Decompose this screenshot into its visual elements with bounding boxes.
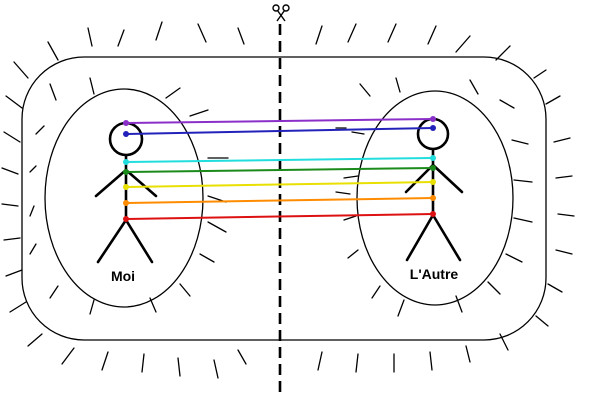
ray-dash-72 [344,176,358,178]
ray-dash-40 [546,96,560,104]
cord-anchor-3-left [123,159,129,165]
ray-dash-28 [318,352,322,370]
ray-dash-43 [90,78,94,94]
ray-dash-62 [512,140,528,144]
ray-dash-60 [470,80,478,94]
cord-anchor-7-right [430,211,436,217]
ray-dash-54 [30,244,36,254]
ray-dash-6 [238,28,244,44]
ray-dash-31 [430,352,432,370]
ray-dash-7 [316,26,322,44]
ray-dash-34 [536,316,548,326]
ray-dash-35 [548,284,562,292]
ray-dash-61 [500,100,514,108]
ray-dash-57 [36,126,44,134]
ray-dash-55 [30,206,34,216]
cord-anchor-4-left [123,169,129,175]
ray-dash-13 [14,62,28,78]
ray-dash-70 [348,250,358,258]
ray-dash-19 [6,270,22,276]
ray-dash-2 [88,28,92,46]
label-lautre: L'Autre [410,266,459,282]
ray-dash-32 [466,346,470,362]
ray-dash-1 [48,42,58,60]
ray-dash-41 [534,70,546,78]
cord-anchor-5-left [123,184,129,190]
scissors-icon [273,5,289,21]
ray-dash-27 [238,350,246,364]
ray-dash-39 [554,138,570,142]
ray-dash-11 [456,36,470,52]
left-stick-figure [96,123,156,262]
ray-dash-25 [178,358,180,376]
ray-dash-59 [396,78,400,92]
ray-dash-17 [2,204,18,206]
shared-field-outline [22,57,546,340]
cord-anchor-6-right [430,195,436,201]
ray-dash-26 [214,360,218,378]
ray-dash-75 [336,192,350,194]
cord-anchor-7-left [123,216,129,222]
cord-anchor-5-right [430,179,436,185]
ray-dash-53 [50,286,58,298]
ray-dash-58 [360,84,370,96]
ray-dash-21 [28,334,42,346]
ray-dash-24 [142,354,144,372]
ray-dash-38 [556,176,572,178]
right-stick-figure [406,119,462,260]
ray-dash-50 [180,284,190,296]
ray-dash-68 [398,300,404,316]
ray-dash-65 [506,254,522,262]
cord-anchor-3-right [430,155,436,161]
cord-anchor-1-right [430,116,436,122]
cord-anchor-4-right [430,165,436,171]
ray-dash-22 [62,348,74,364]
cord-anchor-1-left [123,120,129,126]
ray-dash-18 [4,238,20,240]
ray-dash-15 [4,132,20,142]
ray-dash-8 [348,24,356,42]
ray-dash-3 [118,30,124,46]
ray-dash-56 [30,166,36,172]
ray-dash-48 [208,222,226,232]
ray-dash-14 [6,96,22,108]
ray-dash-71 [344,216,356,220]
ray-dash-23 [102,352,108,370]
ray-dash-49 [200,254,214,262]
ray-dash-69 [372,286,380,298]
ray-dash-20 [10,302,26,312]
ray-dash-45 [190,110,208,116]
ray-dash-4 [156,22,162,40]
ray-dash-16 [2,168,18,174]
cord-anchor-2-right [430,125,436,131]
ray-dash-42 [50,84,56,100]
ray-dash-9 [388,24,396,42]
ray-dash-73 [352,132,364,134]
ray-dash-66 [488,282,500,294]
ray-dash-29 [356,354,358,372]
energy-cords [123,116,436,222]
ray-dash-44 [166,88,180,98]
cord-anchor-2-left [123,131,129,137]
ray-dash-10 [428,26,436,44]
ray-dash-37 [558,214,574,216]
ray-dash-52 [90,300,94,314]
ray-dash-5 [198,24,206,42]
ray-dash-36 [556,250,572,254]
ray-dash-64 [514,218,532,222]
ray-dash-63 [514,180,532,182]
cord-anchor-6-left [123,200,129,206]
label-moi: Moi [111,268,135,284]
